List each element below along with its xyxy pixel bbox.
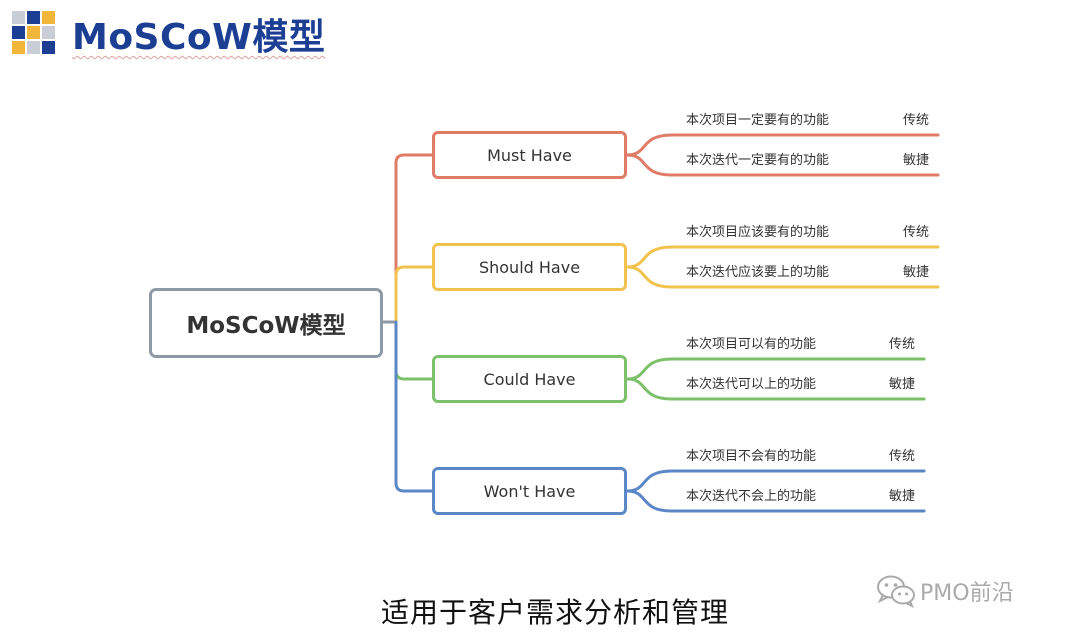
leaf-text: 本次迭代不会上的功能: [686, 489, 817, 504]
wechat-icon: [877, 575, 915, 608]
leaf-line: [625, 245, 940, 269]
leaf-tag: 敏捷: [889, 377, 916, 392]
watermark: PMO前沿: [876, 574, 1014, 608]
branch-node: Must Have: [432, 131, 627, 179]
leaf-tag: 传统: [889, 337, 916, 352]
leaf-line: [625, 469, 926, 493]
watermark-text: PMO前沿: [920, 581, 1014, 606]
branch-connector: [394, 320, 434, 381]
leaf-line: [625, 377, 926, 401]
leaf-tag: 敏捷: [903, 153, 930, 168]
caption: 适用于客户需求分析和管理: [380, 596, 729, 629]
branch-node: Should Have: [432, 243, 627, 291]
root-node: MoSCoW模型: [149, 288, 383, 358]
leaf-text: 本次项目不会有的功能: [686, 449, 817, 464]
leaf-line: [625, 357, 926, 381]
leaf-tag: 传统: [903, 113, 930, 128]
leaf-tag: 传统: [903, 225, 930, 240]
leaf-line: [625, 265, 940, 289]
leaf-text: 本次迭代可以上的功能: [686, 377, 817, 392]
leaf-text: 本次迭代应该要上的功能: [686, 265, 830, 280]
leaf-tag: 敏捷: [889, 489, 916, 504]
leaf-line: [625, 153, 940, 177]
leaf-tag: 传统: [889, 449, 916, 464]
header: MoSCoW模型: [12, 8, 325, 60]
leaf-text: 本次迭代一定要有的功能: [686, 153, 830, 168]
leaf-text: 本次项目一定要有的功能: [686, 113, 830, 128]
leaf-tag: 敏捷: [903, 265, 930, 280]
branch-connector: [394, 320, 434, 493]
branch-connector: [394, 265, 434, 324]
page-title: MoSCoW模型: [72, 17, 326, 58]
branch-node: Won't Have: [432, 467, 627, 515]
leaf-line: [625, 489, 926, 513]
logo-icon: [12, 11, 55, 54]
branch-node: Could Have: [432, 355, 627, 403]
leaf-line: [625, 133, 940, 157]
branch-connector: [394, 153, 434, 324]
leaf-text: 本次项目应该要有的功能: [686, 225, 830, 240]
leaf-text: 本次项目可以有的功能: [686, 337, 817, 352]
